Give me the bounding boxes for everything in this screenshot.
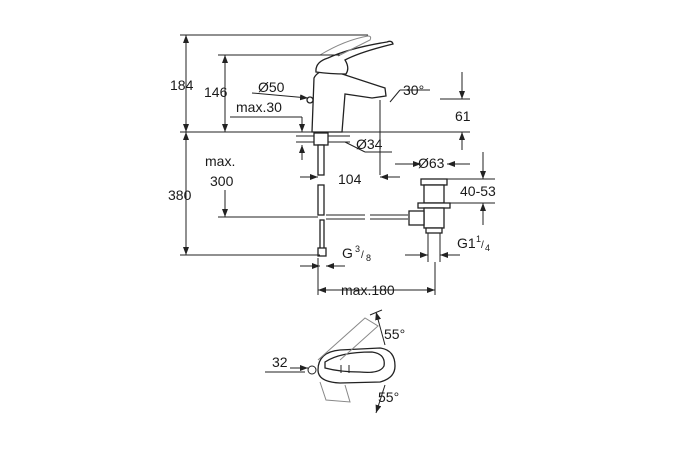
conn-drain-num: 1 [476,234,481,244]
conn-drain-slash: / [481,240,484,251]
dim-max-reach: max.180 [341,282,395,298]
dim-lever-height: 146 [204,84,228,100]
drain-valve [408,178,451,262]
dim-connection-drain: G1 1 / 4 [457,234,490,253]
conn-small-num: 3 [355,244,360,254]
dim-spout-angle: 30° [403,82,424,98]
faucet-side-view [296,35,408,257]
dim-drain-range: 40-53 [460,183,496,199]
dim-spout-height: 61 [455,108,471,124]
dim-connection-small: G 3 / 8 [342,244,371,263]
conn-small-slash: / [361,250,364,261]
dim-total-height: 184 [170,77,194,93]
conn-drain-den: 4 [485,243,490,253]
dim-max-label: max. [205,153,235,169]
dim-drain-diameter: Ø63 [418,155,445,171]
dim-max-value: 300 [210,173,234,189]
dimension-lines [180,34,495,295]
conn-small-prefix: G [342,245,353,261]
conn-small-den: 8 [366,253,371,263]
dim-angle-front: 55° [378,389,399,405]
conn-drain-prefix: G1 [457,235,476,251]
dim-max-thickness: max.30 [236,99,282,115]
faucet-top-view [265,309,396,414]
dim-under-height: 380 [168,187,192,203]
dim-spout-reach: 104 [338,171,362,187]
dim-angle-back: 55° [384,326,405,342]
dim-hole-diameter: Ø34 [356,136,383,152]
dim-body-diameter: Ø50 [258,79,285,95]
dim-offset: 32 [272,354,288,370]
